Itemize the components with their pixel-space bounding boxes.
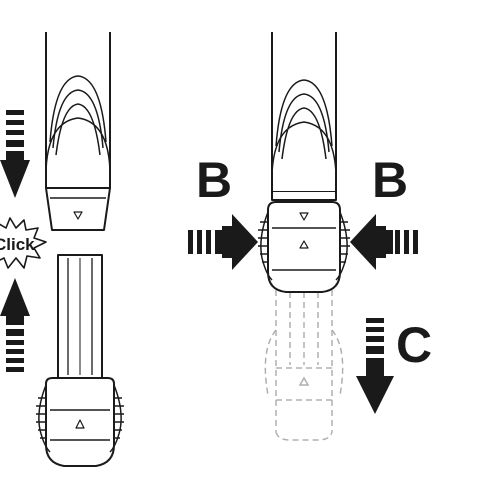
click-burst: Click [0, 217, 47, 269]
step-b-label-right: B [372, 152, 408, 208]
down-triangle-marker-icon [73, 211, 83, 220]
click-label: Click [0, 235, 35, 254]
right-coupled-head [258, 201, 350, 293]
left-assembly [36, 32, 124, 467]
left-lower-attachment [36, 254, 124, 467]
left-upper-body [45, 32, 111, 231]
step-b-label-left: B [196, 152, 232, 208]
up-triangle-marker-icon [299, 240, 309, 249]
right-detached-attachment-ghost [264, 290, 344, 441]
step-c-label: C [396, 317, 432, 373]
push-up-arrow-icon [0, 278, 30, 372]
right-assembly [258, 32, 350, 293]
push-down-arrow-icon [0, 110, 30, 198]
down-triangle-marker-icon [299, 212, 309, 221]
pull-down-arrow-icon [356, 318, 394, 414]
right-upper-body [271, 32, 337, 201]
squeeze-left-arrow-icon [350, 214, 418, 270]
squeeze-right-arrow-icon [188, 214, 258, 270]
up-triangle-marker-icon [75, 419, 85, 429]
starburst-icon [0, 217, 47, 269]
